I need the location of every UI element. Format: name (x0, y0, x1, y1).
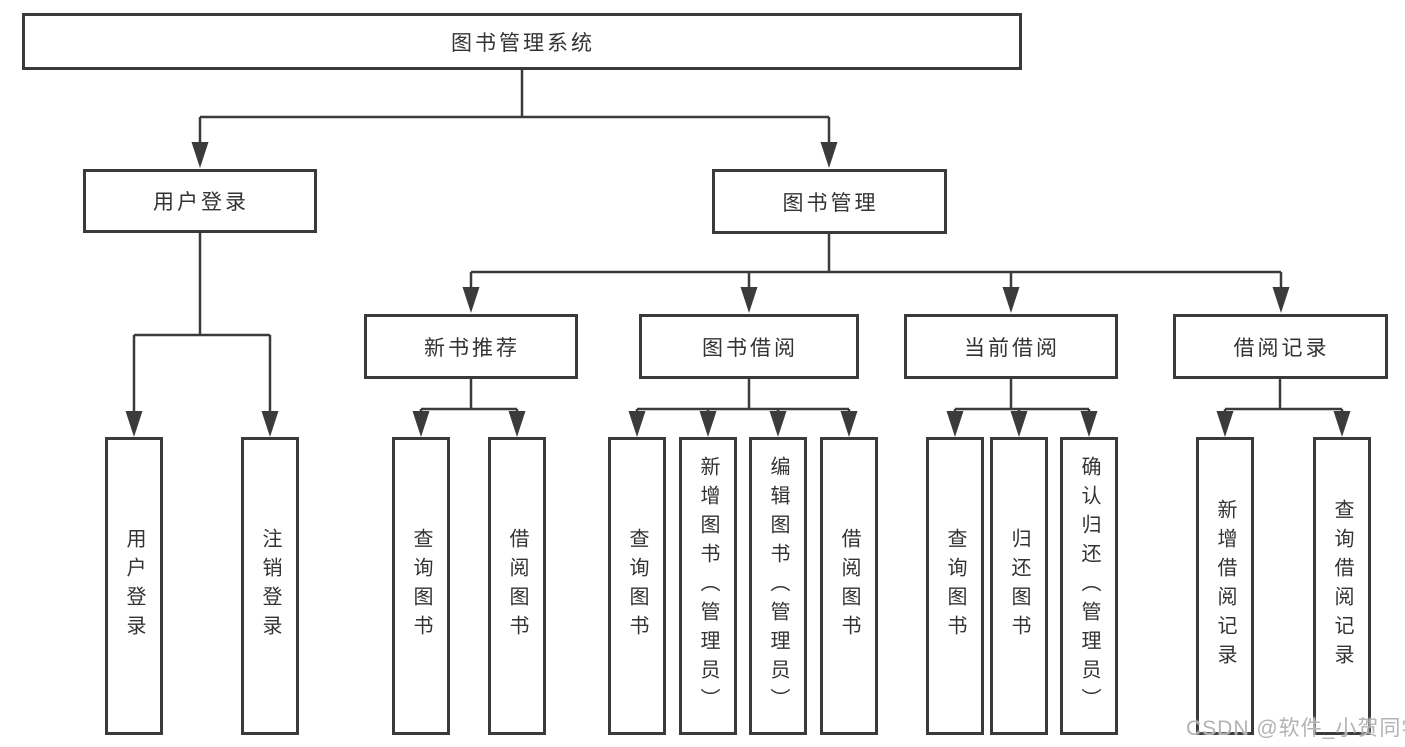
arrowhead (125, 411, 143, 437)
arrowhead (1002, 287, 1020, 313)
leaf-edit-book-admin: 编辑图书（管理员） (749, 437, 807, 735)
leaf-confirm-return-admin: 确认归还（管理员） (1060, 437, 1118, 735)
edge-user-login-to-leaves (132, 233, 272, 415)
arrowhead (412, 411, 430, 437)
arrowhead (628, 411, 646, 437)
arrowhead (1333, 411, 1351, 437)
node-current-borrow-label: 当前借阅 (964, 336, 1060, 360)
node-borrow-records: 借阅记录 (1173, 314, 1388, 379)
leaf-borrow-book-label: 借阅图书 (838, 528, 860, 644)
node-new-book-recommend: 新书推荐 (364, 314, 578, 379)
arrowhead (1272, 287, 1290, 313)
leaf-add-book-admin-label: 新增图书（管理员） (697, 455, 719, 717)
leaf-query-book-current: 查询图书 (926, 437, 984, 735)
node-new-book-recommend-label: 新书推荐 (424, 336, 520, 360)
arrowhead (840, 411, 858, 437)
arrowhead (769, 411, 787, 437)
leaf-query-borrow-record-label: 查询借阅记录 (1331, 499, 1353, 673)
edge-book-borrow-to-leaves (635, 379, 851, 415)
arrowhead (946, 411, 964, 437)
arrowhead (191, 142, 209, 168)
node-borrow-records-label: 借阅记录 (1233, 336, 1330, 360)
arrowhead (261, 411, 279, 437)
node-book-management: 图书管理 (712, 169, 947, 234)
node-root: 图书管理系统 (22, 13, 1022, 70)
leaf-add-borrow-record-label: 新增借阅记录 (1214, 499, 1236, 673)
leaf-return-book-label: 归还图书 (1008, 528, 1030, 644)
leaf-user-login: 用户登录 (105, 437, 163, 735)
leaf-logout-label: 注销登录 (259, 528, 281, 644)
arrowhead (1216, 411, 1234, 437)
node-book-borrow: 图书借阅 (639, 314, 859, 379)
edge-root-to-level2 (198, 70, 831, 146)
leaf-edit-book-admin-label: 编辑图书（管理员） (767, 455, 789, 717)
node-current-borrow: 当前借阅 (904, 314, 1118, 379)
edge-borrow-records-to-leaves (1223, 379, 1344, 415)
arrowhead (699, 411, 717, 437)
leaf-borrow-book-recommend: 借阅图书 (488, 437, 546, 735)
csdn-watermark: CSDN @软件_小贺同学 (1186, 717, 1405, 740)
edge-book-management-to-level3 (469, 234, 1283, 291)
edge-current-borrow-to-leaves (953, 379, 1091, 415)
leaf-query-book-borrow-label: 查询图书 (626, 528, 648, 644)
leaf-confirm-return-admin-label: 确认归还（管理员） (1078, 455, 1100, 717)
leaf-user-login-label: 用户登录 (123, 528, 145, 644)
arrowhead (740, 287, 758, 313)
node-user-login: 用户登录 (83, 169, 317, 233)
node-user-login-label: 用户登录 (153, 191, 249, 214)
arrowhead (1080, 411, 1098, 437)
leaf-add-borrow-record: 新增借阅记录 (1196, 437, 1254, 735)
node-book-borrow-label: 图书借阅 (702, 336, 798, 360)
leaf-return-book: 归还图书 (990, 437, 1048, 735)
leaf-borrow-book-recommend-label: 借阅图书 (506, 528, 528, 644)
arrowhead (1010, 411, 1028, 437)
leaf-add-book-admin: 新增图书（管理员） (679, 437, 737, 735)
node-root-label: 图书管理系统 (451, 31, 595, 55)
leaf-query-book-current-label: 查询图书 (944, 528, 966, 644)
arrowhead (820, 142, 838, 168)
edge-new-book-recommend-to-leaves (419, 379, 519, 415)
leaf-query-book-borrow: 查询图书 (608, 437, 666, 735)
leaf-borrow-book: 借阅图书 (820, 437, 878, 735)
arrowhead (462, 287, 480, 313)
leaf-query-book-recommend: 查询图书 (392, 437, 450, 735)
node-book-management-label: 图书管理 (782, 191, 879, 215)
leaf-query-borrow-record: 查询借阅记录 (1313, 437, 1371, 735)
arrowhead (508, 411, 526, 437)
leaf-logout: 注销登录 (241, 437, 299, 735)
leaf-query-book-recommend-label: 查询图书 (410, 528, 432, 644)
